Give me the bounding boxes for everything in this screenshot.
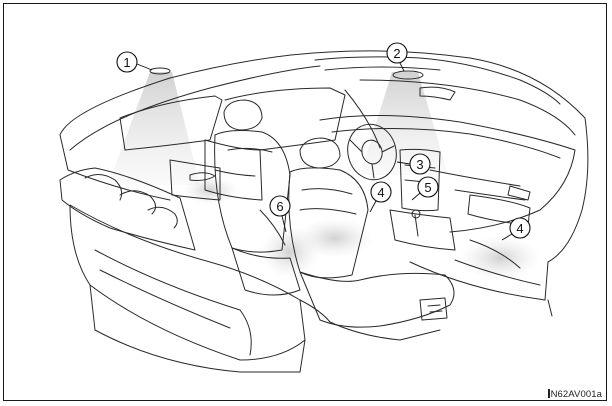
center-console [389,209,456,251]
floor-glow-right [460,236,540,280]
shifter [414,214,419,237]
callout-markers: 1 2 3 4 5 6 4 [116,42,531,241]
callout-6: 6 [269,195,291,233]
rear-seat-cushion [69,204,306,361]
body-side [59,134,171,201]
front-seat-right-back [288,167,369,279]
front-seat-left-back [214,130,291,253]
callout-label: 3 [416,157,423,172]
figure-code: N62AV001a [548,389,602,400]
front-seat-left-headrest [223,99,263,131]
callout-label: 5 [424,180,431,195]
callout-label: 4 [377,185,384,200]
callout-label: 2 [393,46,400,61]
callout-label: 1 [123,55,130,70]
callout-4-right: 4 [501,217,531,241]
front-seat-right-headrest [299,137,341,169]
roof-inner [69,65,321,151]
steering-wheel [347,123,397,181]
callout-5: 5 [411,176,439,201]
front-seat-left-cushion [231,247,301,296]
rear-seat-back [59,167,196,251]
light-beam-1 [108,72,200,185]
figure-frame [3,3,607,401]
rearview-mirror [419,86,456,101]
floor-glow-rear [182,176,238,204]
rear-dome-light [149,67,171,75]
callout-1: 1 [116,51,153,73]
front-dome-light [392,70,424,80]
front-seat-right-cushion [299,271,455,328]
callout-3: 3 [396,153,431,175]
rear-door-handle [189,172,216,181]
front-sill [409,261,549,301]
floor-glow-left [260,226,320,278]
center-stack [399,148,441,212]
callout-2: 2 [386,42,408,72]
callout-4-left: 4 [369,181,392,213]
roof-line [59,50,586,136]
rear-door-window [119,95,223,151]
rear-seat-base [89,284,306,373]
seat-rail [329,321,441,341]
vent-right [507,185,531,201]
body-right [547,117,589,263]
front-door-window [224,87,346,151]
windshield [359,79,576,136]
seat-controls [419,297,448,321]
headliner-detail [314,56,561,105]
callout-label: 6 [276,199,283,214]
light-beams [108,72,540,280]
callout-label: 4 [516,221,523,236]
front-door-panel [204,139,263,201]
rear-door-panel [169,159,221,201]
